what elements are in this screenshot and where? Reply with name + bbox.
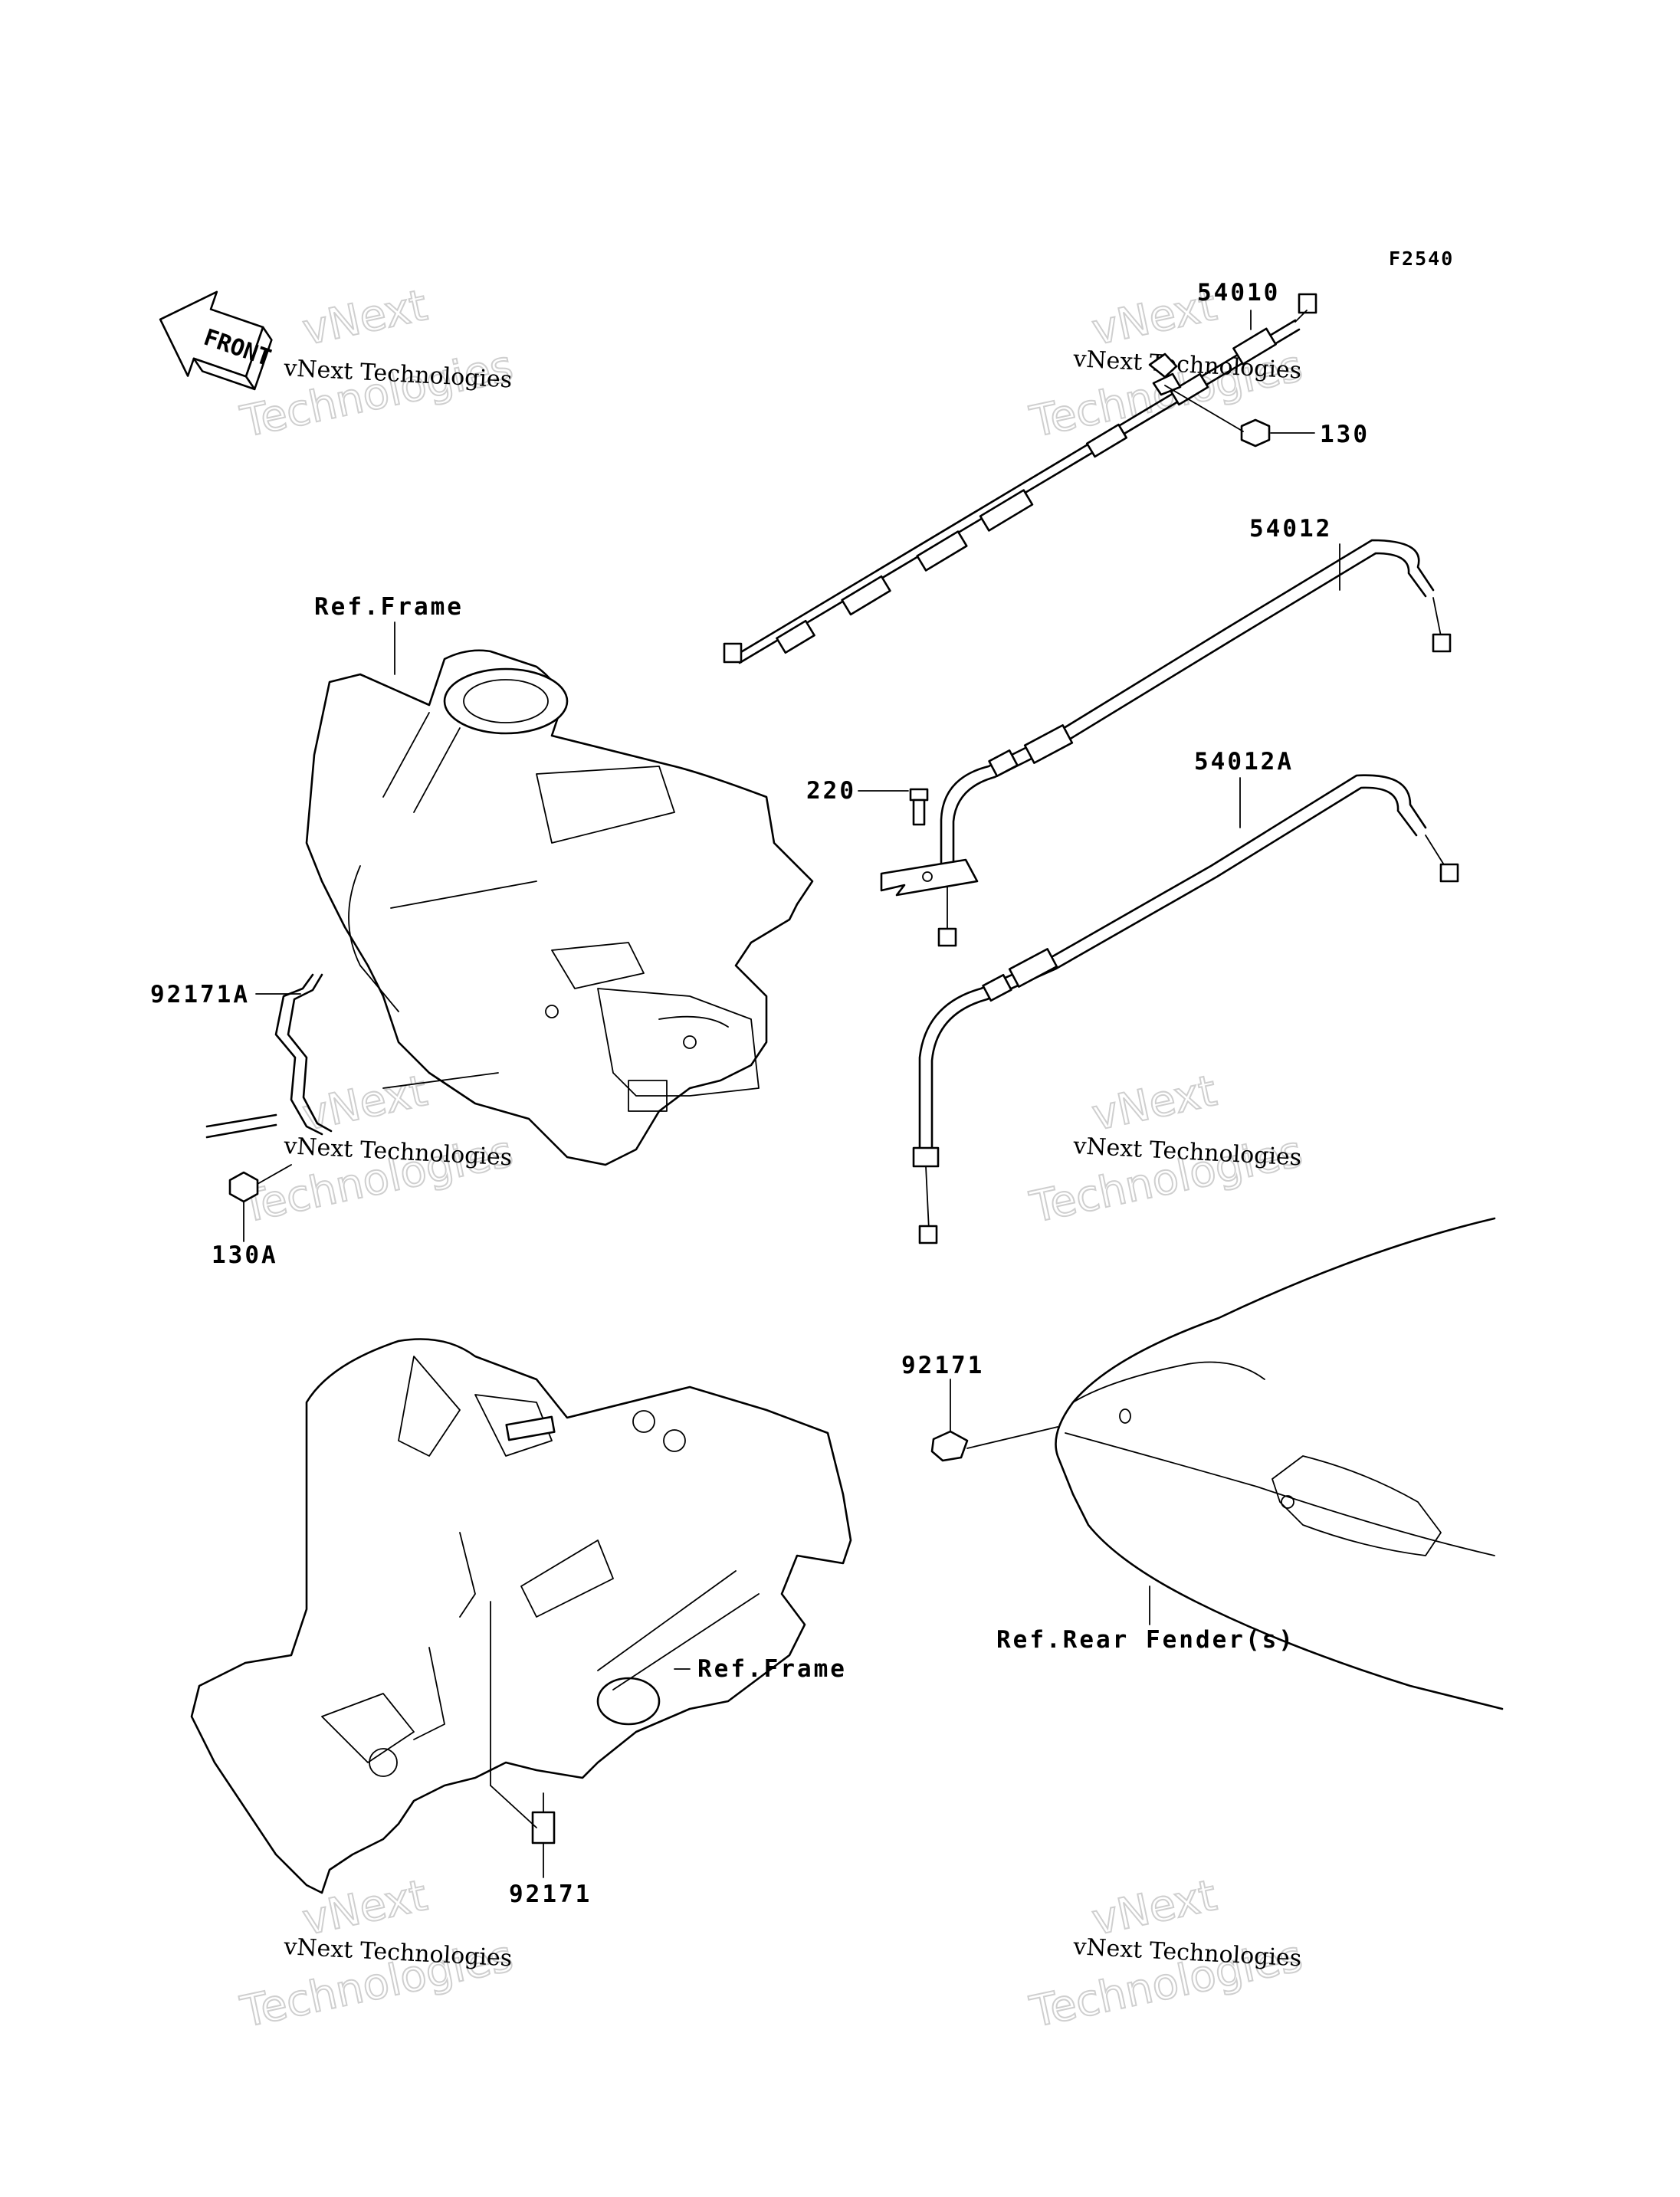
watermark-bottom-left: vNext Technologies vNext Technologies: [235, 1870, 517, 2038]
cable-end-icon: [937, 927, 957, 947]
leader-lines: [243, 310, 1340, 1878]
label-ref-frame-upper: Ref.Frame: [314, 593, 464, 621]
front-direction-arrow-icon: FRONT: [159, 290, 274, 391]
lower-frame-reference: [190, 1338, 852, 1894]
cable-end-icon: [1439, 863, 1459, 883]
label-220: 220: [806, 777, 856, 805]
cable-end-icon: [1298, 293, 1317, 314]
label-130A: 130A: [212, 1241, 278, 1269]
rear-fender-reference: [1055, 1217, 1504, 1710]
label-ref-rear-fender: Ref.Rear Fender(s): [996, 1626, 1295, 1654]
wire-clamp-92171A[interactable]: [205, 973, 333, 1139]
bolt-130[interactable]: [1164, 385, 1271, 448]
watermark-vnext-text: vNext: [1088, 1066, 1221, 1141]
watermark-top-left: vNext Technologies vNext Technologies: [235, 280, 517, 448]
label-ref-frame-lower: Ref.Frame: [697, 1655, 847, 1683]
upper-frame-reference: [305, 649, 814, 1166]
label-54010: 54010: [1197, 279, 1280, 307]
label-92171-lower: 92171: [509, 1881, 592, 1908]
watermark-bottom-right: vNext Technologies vNext Technologies: [1025, 1870, 1307, 2038]
watermark-mid-left: vNext Technologies vNext Technologies: [235, 1065, 517, 1234]
label-130: 130: [1320, 421, 1370, 448]
watermark-vnext-text: vNext: [1088, 1871, 1221, 1946]
watermark-vnext-text: vNext: [298, 1871, 431, 1946]
cable-54012A[interactable]: [912, 774, 1459, 1244]
screw-220[interactable]: [909, 788, 929, 826]
label-54012A: 54012A: [1194, 748, 1294, 776]
cable-54012[interactable]: [880, 539, 1452, 947]
watermark-vnext-text: vNext: [298, 280, 431, 356]
label-92171A: 92171A: [150, 981, 250, 1008]
watermark-mid-right: vNext Technologies vNext Technologies: [1025, 1065, 1307, 1234]
cable-end-icon: [918, 1225, 938, 1244]
figure-code: F2540: [1389, 248, 1454, 270]
watermark-vnext-text: vNext: [298, 1066, 431, 1141]
clamp-92171-lower[interactable]: [531, 1792, 556, 1844]
bolt-130A[interactable]: [228, 1164, 292, 1203]
label-92171-rear: 92171: [901, 1352, 984, 1379]
cable-54010[interactable]: [723, 293, 1317, 664]
cable-end-icon: [723, 642, 743, 664]
label-54012: 54012: [1249, 515, 1332, 543]
watermark-technologies-text: Technologies: [236, 341, 517, 448]
cable-end-icon: [1432, 633, 1452, 653]
